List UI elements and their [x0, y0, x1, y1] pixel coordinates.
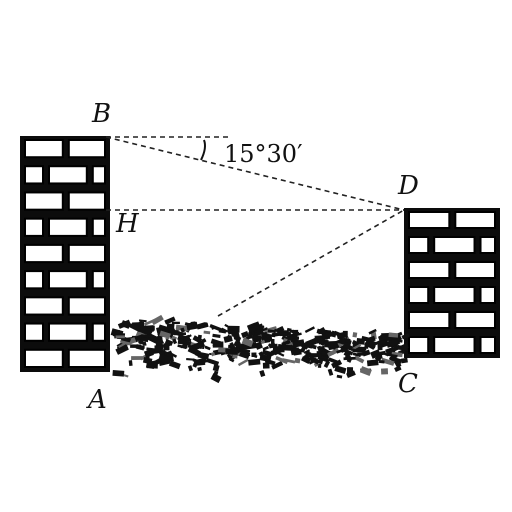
point-label-a: A [86, 385, 107, 415]
angle-arc-icon [200, 139, 206, 161]
point-label-h: H [115, 209, 140, 239]
right-tower [404, 208, 500, 358]
point-label-d: D [397, 171, 419, 201]
angle-label: 15°30′ [224, 140, 303, 168]
line-ad-partial [217, 209, 405, 317]
left-tower [20, 136, 110, 372]
ground-rubble [110, 314, 410, 384]
line-bd [105, 136, 405, 211]
sight-lines [105, 136, 405, 317]
point-label-b: B [91, 99, 111, 129]
point-label-c: C [398, 369, 418, 399]
